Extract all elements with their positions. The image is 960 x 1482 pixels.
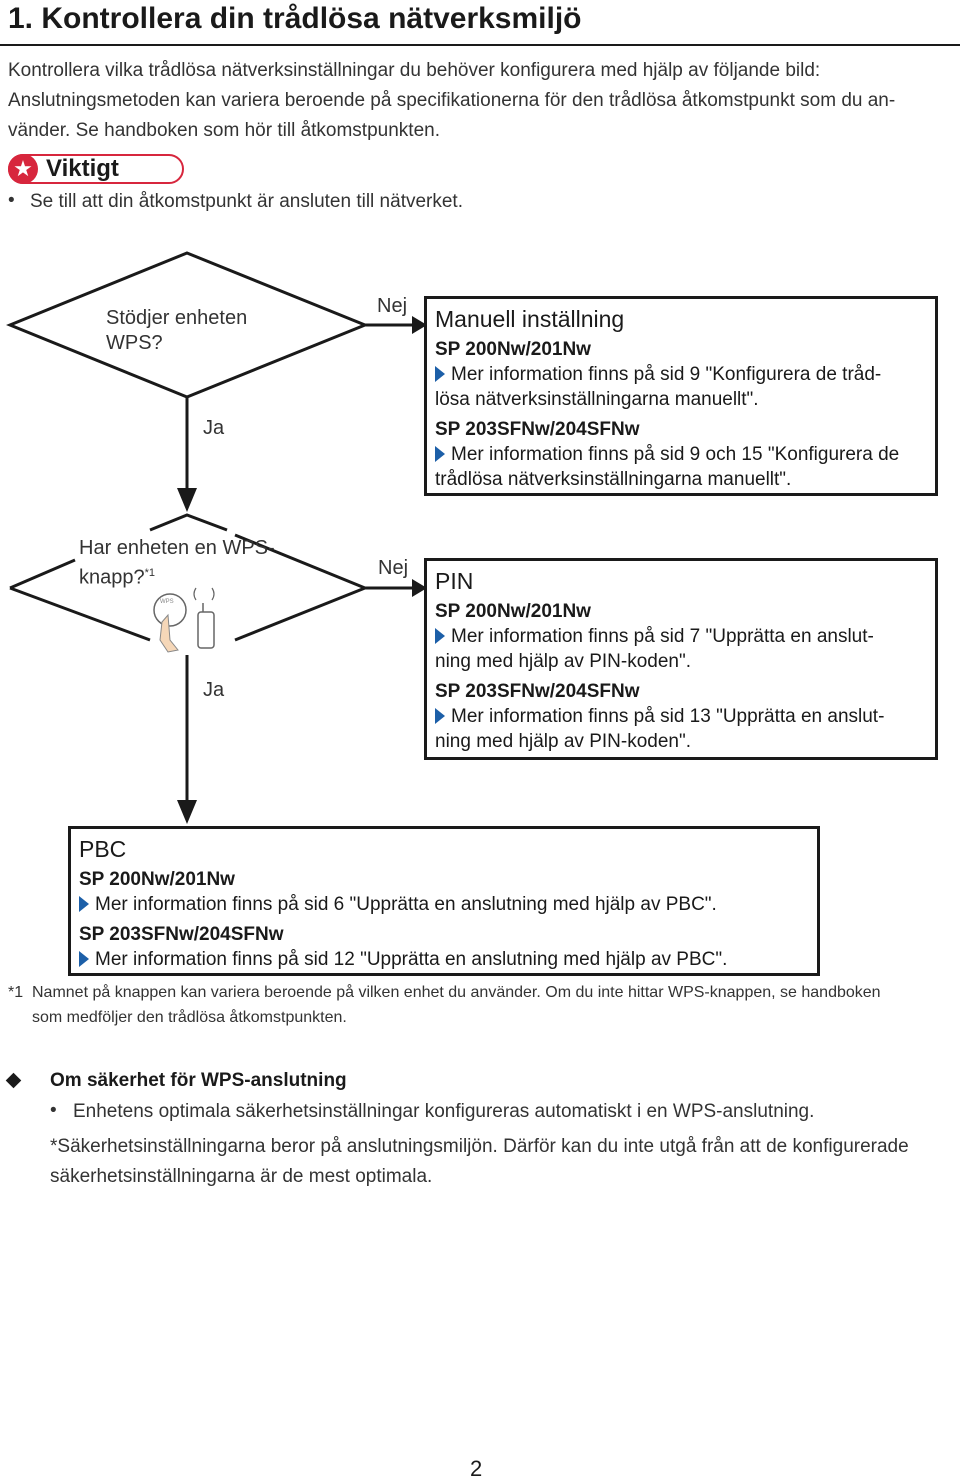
- section-heading: Om säkerhet för WPS-anslutning: [50, 1070, 347, 1091]
- box-heading: PBC: [79, 836, 127, 862]
- footnote-mark: *1: [8, 984, 24, 1001]
- bullet-dot: •: [50, 1100, 57, 1121]
- decision-diamond-wps-button: [149, 513, 228, 532]
- page-number: 2: [470, 1456, 483, 1481]
- info-text: trådlösa nätverksinställningarna manuell…: [435, 469, 792, 490]
- label-no: Nej: [378, 557, 409, 579]
- model-name: SP 200Nw/201Nw: [79, 869, 235, 890]
- question-wps-support: Stödjer enheten WPS?: [106, 306, 247, 356]
- info-text: ning med hjälp av PIN-koden".: [435, 731, 691, 752]
- question-line: knapp?: [79, 566, 145, 589]
- question-line: Har enheten en WPS-: [79, 537, 275, 559]
- intro-text: Kontrollera vilka trådlösa nätverksinstä…: [8, 56, 956, 146]
- security-note-line: *Säkerhetsinställningarna beror på anslu…: [50, 1136, 909, 1157]
- arrow-right-icon: [435, 366, 445, 382]
- important-label: Viktigt: [46, 155, 119, 182]
- question-line: WPS?: [106, 332, 163, 354]
- intro-line-2: Anslutningsmetoden kan variera beroende …: [8, 90, 896, 111]
- info-text: Mer information finns på sid 9 och 15 "K…: [435, 442, 927, 467]
- title-divider: [0, 44, 960, 46]
- important-bullet-text: Se till att din åtkomstpunkt är ansluten…: [30, 191, 463, 212]
- footnote-line: som medföljer den trådlösa åtkomstpunkte…: [32, 1009, 347, 1026]
- question-wps-button: Har enheten en WPS- knapp?*1: [79, 536, 275, 591]
- flowchart-graphics: [6, 251, 427, 824]
- footnote-ref: *1: [144, 567, 156, 579]
- model-name: SP 200Nw/201Nw: [435, 339, 591, 360]
- model-name: SP 203SFNw/204SFNw: [435, 419, 640, 440]
- intro-line-3: vänder. Se handboken som hör till åtkoms…: [8, 120, 440, 141]
- manual-setup-box: Manuell inställning SP 200Nw/201Nw Mer i…: [424, 296, 938, 496]
- info-text: Mer information finns på sid 6 "Upprätta…: [79, 892, 809, 917]
- pin-box: PIN SP 200Nw/201Nw Mer information finns…: [424, 558, 938, 760]
- model-name: SP 200Nw/201Nw: [435, 601, 591, 622]
- intro-line-1: Kontrollera vilka trådlösa nätverksinstä…: [8, 60, 821, 81]
- arrow-head: [177, 800, 197, 824]
- model-name: SP 203SFNw/204SFNw: [435, 681, 640, 702]
- arrow-right-icon: [79, 896, 89, 912]
- page-title: 1. Kontrollera din trådlösa nätverksmilj…: [8, 2, 582, 35]
- box-heading: Manuell inställning: [435, 306, 625, 332]
- info-text: Mer information finns på sid 12 "Upprätt…: [79, 947, 809, 972]
- footnote-line: Namnet på knappen kan variera beroende p…: [32, 984, 881, 1001]
- arrow-head: [177, 488, 197, 512]
- info-text: Mer information finns på sid 13 "Upprätt…: [435, 704, 927, 729]
- pbc-box: PBC SP 200Nw/201Nw Mer information finns…: [68, 826, 820, 976]
- info-text: lösa nätverksinställningarna manuellt".: [435, 389, 759, 410]
- wps-button-label: WPS: [160, 599, 174, 605]
- info-text: Mer information finns på sid 7 "Upprätta…: [435, 624, 927, 649]
- wps-button-illustration: [153, 587, 215, 653]
- security-bullet: Enhetens optimala säkerhetsinställningar…: [73, 1101, 815, 1122]
- security-note-line: säkerhetsinställningarna är de mest opti…: [50, 1166, 433, 1187]
- important-badge: ★ Viktigt: [8, 154, 184, 184]
- arrow-head: [412, 579, 427, 597]
- box-heading: PIN: [435, 568, 474, 594]
- diamond-bullet-icon: [5, 1072, 22, 1089]
- label-yes: Ja: [203, 417, 225, 439]
- label-no: Nej: [377, 295, 408, 317]
- arrow-right-icon: [435, 446, 445, 462]
- arrow-right-icon: [435, 708, 445, 724]
- star-icon: ★: [8, 154, 38, 184]
- label-yes: Ja: [203, 679, 225, 701]
- arrow-head: [412, 316, 427, 334]
- arrow-right-icon: [435, 628, 445, 644]
- info-text: ning med hjälp av PIN-koden".: [435, 651, 691, 672]
- arrow-right-icon: [79, 951, 89, 967]
- bullet-dot: •: [8, 190, 15, 211]
- info-text: Mer information finns på sid 9 "Konfigur…: [435, 362, 927, 387]
- question-line: Stödjer enheten: [106, 307, 248, 329]
- footnote: *1 Namnet på knappen kan variera beroend…: [8, 980, 958, 1030]
- model-name: SP 203SFNw/204SFNw: [79, 924, 284, 945]
